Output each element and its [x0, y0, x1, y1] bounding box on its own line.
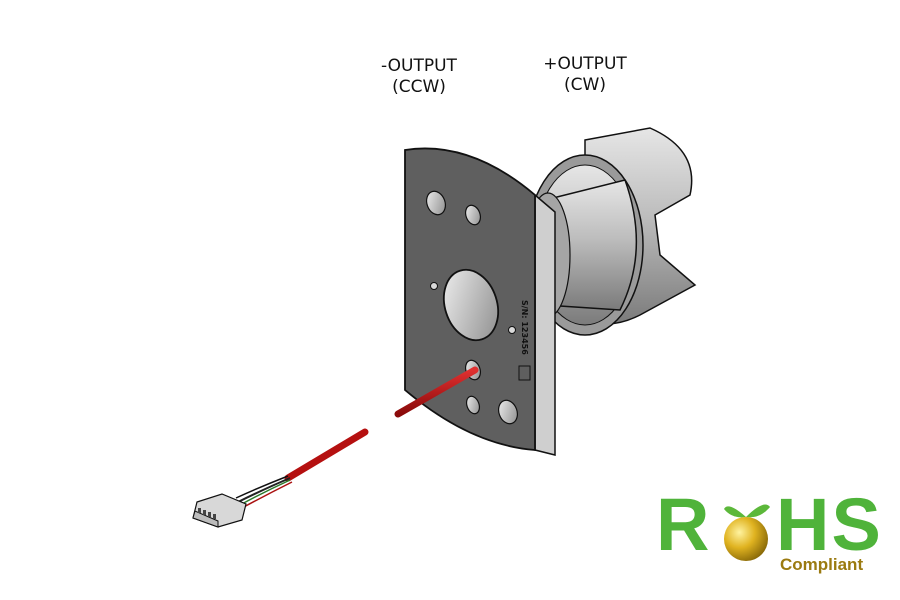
serial-number: S/N: 123456 [520, 300, 529, 355]
positive-output-direction: (CW) [564, 75, 606, 95]
lead-wire-lower [284, 428, 369, 482]
negative-output-direction: (CCW) [392, 77, 446, 97]
compliant-text: Compliant [780, 555, 864, 574]
rohs-letter-r: R [656, 483, 712, 566]
plate-edge [534, 193, 556, 456]
negative-output-title: -OUTPUT [381, 56, 457, 76]
positive-output-label: +OUTPUT (CW) [530, 54, 640, 96]
lead-wire-upper [394, 366, 479, 418]
globe-icon [724, 504, 770, 561]
rohs-letters-hs: HS [776, 483, 883, 566]
label-box [518, 365, 531, 381]
positive-output-title: +OUTPUT [543, 54, 627, 74]
connector [192, 493, 247, 528]
negative-output-label: -OUTPUT (CCW) [364, 56, 474, 98]
rohs-compliant-badge: R HS Compliant [640, 485, 890, 585]
center-bore [442, 268, 500, 342]
